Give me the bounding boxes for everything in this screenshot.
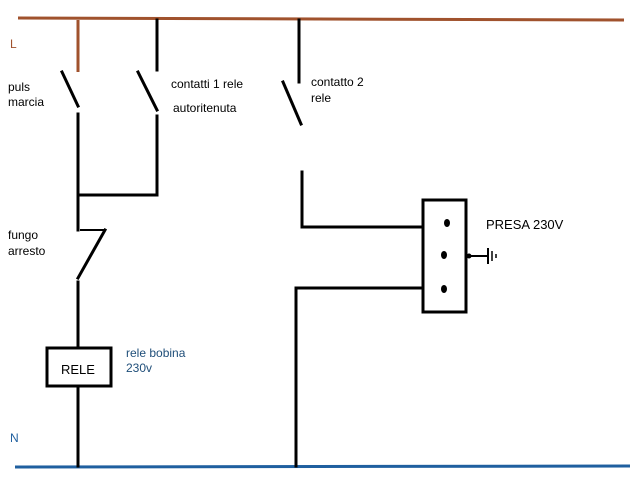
socket-pin-neutral xyxy=(441,285,447,293)
socket-pin-live xyxy=(444,219,450,227)
neutral-rail xyxy=(14,464,631,469)
live-rail xyxy=(17,16,625,22)
relay-contact-2-label-line1: contatto 2 xyxy=(311,75,364,89)
start-button-blade xyxy=(60,70,80,108)
relay-contact-1-label-line2: autoritenuta xyxy=(173,101,237,115)
emergency-stop-label-line1: fungo xyxy=(8,228,38,242)
emergency-stop-label-line2: arresto xyxy=(8,244,46,258)
relay-contact-1-blade xyxy=(135,69,160,113)
ground-icon xyxy=(487,248,497,264)
relay-contact-2-blade xyxy=(281,80,303,126)
live-rail-label: L xyxy=(10,37,17,51)
relay-coil-box-label: RELE xyxy=(61,362,95,377)
socket-label: PRESA 230V xyxy=(486,217,564,232)
neutral-rail-label: N xyxy=(10,431,19,445)
relay-contact-2-label-line2: rele xyxy=(311,91,331,105)
socket-pin-earth xyxy=(441,251,447,259)
emergency-stop-blade xyxy=(75,227,108,281)
start-button-label-line2: marcia xyxy=(8,95,44,109)
relay-coil-label-line1: rele bobina xyxy=(126,346,186,360)
relay-coil-label-line2: 230v xyxy=(126,361,152,375)
start-button-label-line1: puls xyxy=(8,80,30,94)
relay-contact-1-label-line1: contatti 1 rele xyxy=(171,77,243,91)
